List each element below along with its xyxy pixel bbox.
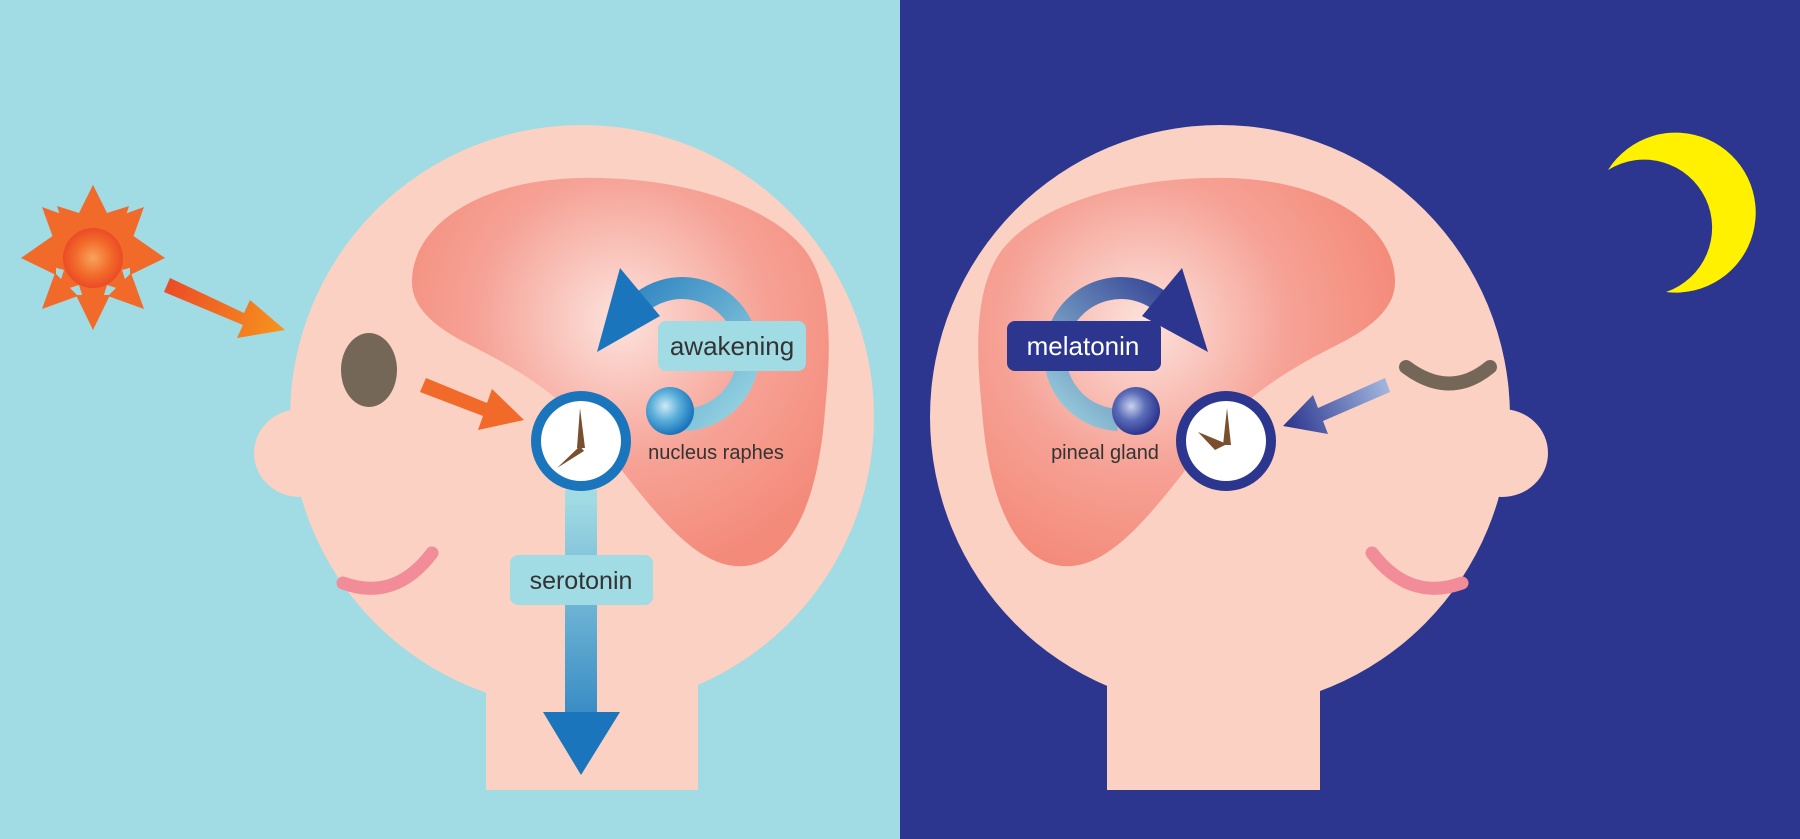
day-ear	[254, 409, 346, 497]
clock-icon	[1176, 391, 1276, 491]
day-eye	[341, 333, 397, 407]
crescent-moon-icon	[1608, 132, 1756, 293]
awakening-label-box: awakening	[658, 321, 806, 371]
nucleus-raphes-sphere	[646, 387, 694, 435]
melatonin-label-box: melatonin	[1007, 321, 1161, 371]
pineal-gland-sphere	[1112, 387, 1160, 435]
day-brain	[412, 177, 829, 567]
day-mouth	[336, 546, 439, 595]
night-ear	[1456, 409, 1548, 497]
night-mouth	[1365, 546, 1469, 595]
clock-icon	[531, 391, 631, 491]
night-brain	[978, 177, 1395, 567]
sunlight-arrow	[164, 278, 285, 338]
nucleus-raphes-label: nucleus raphes	[648, 442, 784, 464]
night-closed-eye	[1399, 360, 1497, 391]
eye-to-clock-arrow	[420, 378, 524, 430]
serotonin-label-box: serotonin	[510, 555, 653, 605]
pineal-gland-label: pineal gland	[1051, 442, 1159, 464]
darkness-arrow	[1283, 378, 1390, 434]
sun-icon	[21, 185, 165, 330]
serotonin-label: serotonin	[530, 567, 633, 595]
melatonin-label: melatonin	[1027, 331, 1140, 361]
awakening-label: awakening	[670, 331, 794, 361]
